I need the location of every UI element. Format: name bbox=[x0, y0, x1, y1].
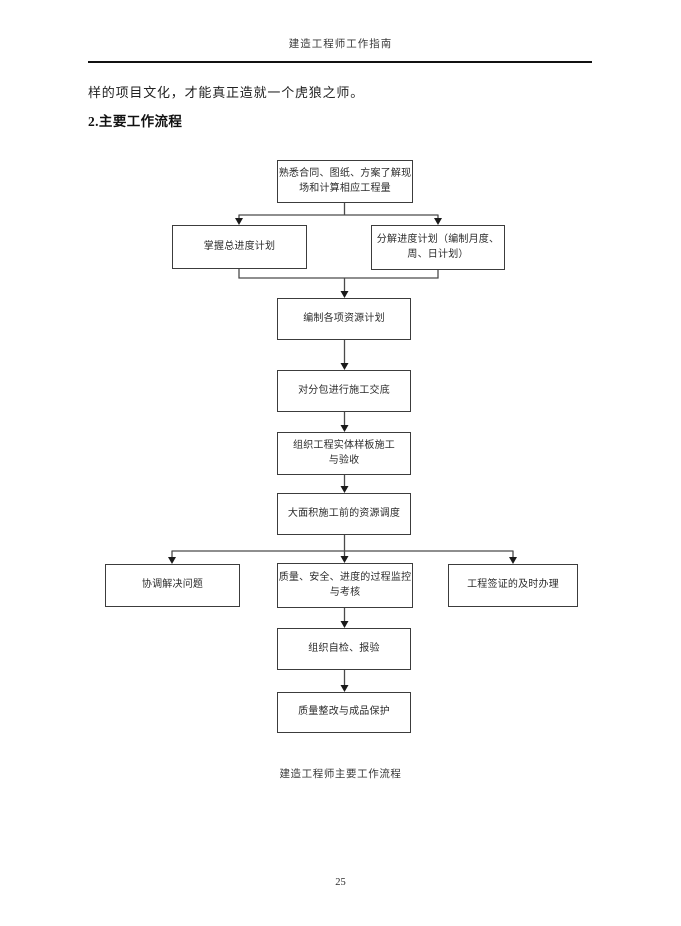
connector-arrowhead bbox=[340, 621, 349, 628]
connector-arrowhead bbox=[340, 685, 349, 692]
connector-arrowhead bbox=[340, 486, 349, 493]
section-heading: 2.主要工作流程 bbox=[88, 114, 183, 129]
flow-node-quality-rectification-protection: 质量整改与成品保护 bbox=[277, 692, 411, 733]
connector-arrowhead bbox=[340, 556, 349, 563]
connector-arrowhead bbox=[340, 291, 349, 298]
flow-node-breakdown-schedule: 分解进度计划（编制月度、 周、日计划） bbox=[371, 225, 505, 270]
connector-arrowhead bbox=[340, 363, 349, 370]
page-number: 25 bbox=[335, 877, 346, 888]
flow-node-resource-plans: 编制各项资源计划 bbox=[277, 298, 411, 340]
flow-node-self-inspection-report: 组织自检、报验 bbox=[277, 628, 411, 670]
connector-arrowhead bbox=[434, 218, 442, 225]
header-divider bbox=[88, 61, 592, 63]
connector-arrowhead bbox=[168, 557, 176, 564]
figure-caption: 建造工程师主要工作流程 bbox=[279, 769, 402, 780]
page-header-title: 建造工程师工作指南 bbox=[288, 39, 393, 50]
flow-node-subcontractor-briefing: 对分包进行施工交底 bbox=[277, 370, 411, 412]
flow-node-resource-dispatch: 大面积施工前的资源调度 bbox=[277, 493, 411, 535]
connector-arrowhead bbox=[235, 218, 243, 225]
flow-node-process-monitoring-assessment: 质量、安全、进度的过程监控 与考核 bbox=[277, 563, 413, 608]
connector-arrowhead bbox=[509, 557, 517, 564]
flow-node-visa-processing: 工程签证的及时办理 bbox=[448, 564, 578, 607]
flow-node-coordinate-issues: 协调解决问题 bbox=[105, 564, 240, 607]
flow-node-master-schedule: 掌握总进度计划 bbox=[172, 225, 307, 269]
flow-node-familiarize-contract-drawings: 熟悉合同、图纸、方案了解现 场和计算相应工程量 bbox=[277, 160, 413, 203]
intro-paragraph: 样的项目文化，才能真正造就一个虎狼之师。 bbox=[88, 85, 365, 100]
connector-arrowhead bbox=[340, 425, 349, 432]
flow-node-sample-construction-acceptance: 组织工程实体样板施工 与验收 bbox=[277, 432, 411, 475]
